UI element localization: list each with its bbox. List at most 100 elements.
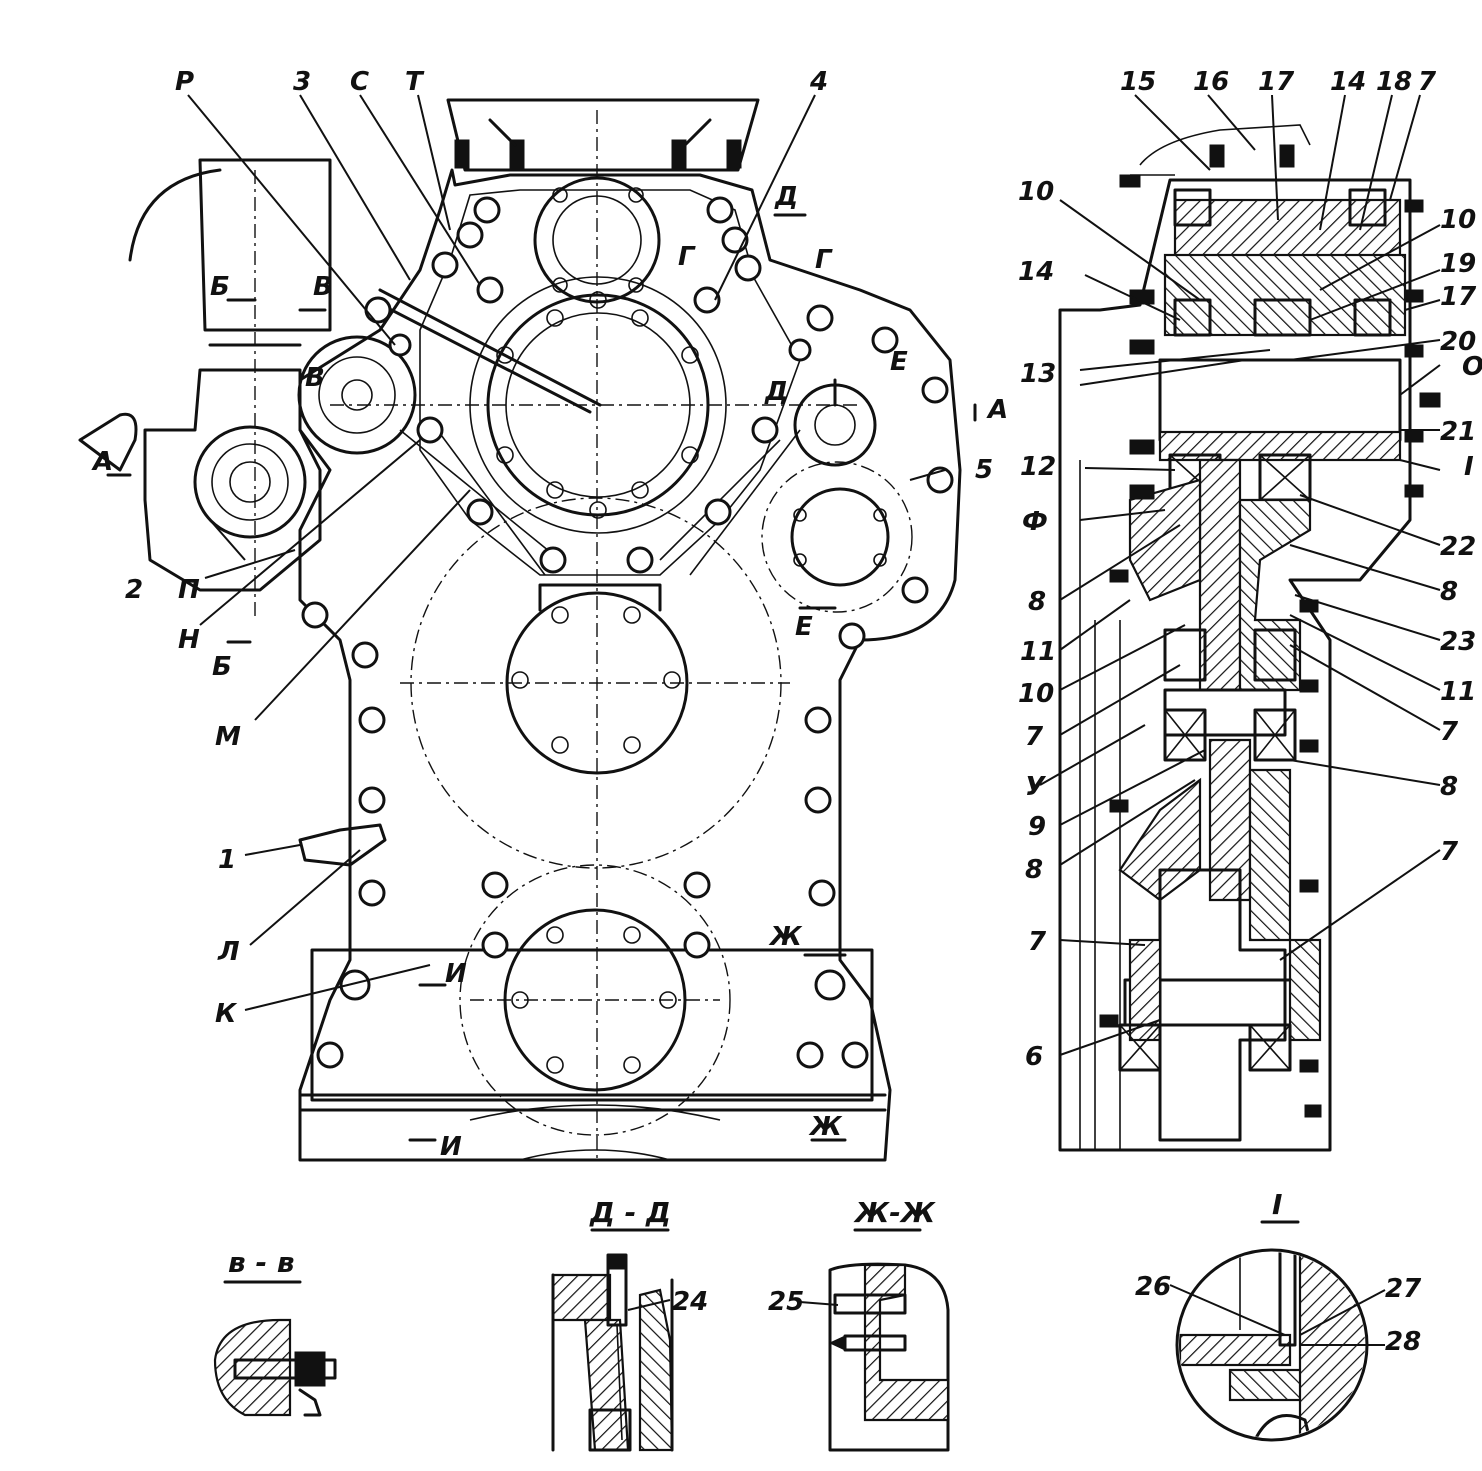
top-funnel <box>446 98 760 172</box>
section-zhzh <box>828 1228 950 1452</box>
gear-bolts <box>496 187 887 1074</box>
left-pump-housing <box>143 368 322 592</box>
label-O: О <box>1462 352 1482 382</box>
filter-box <box>198 158 332 332</box>
label-22: 22 <box>1440 532 1476 562</box>
label-V-cut: В <box>313 272 333 302</box>
label-T: Т <box>405 67 425 97</box>
label-B-cut: Б <box>210 272 230 302</box>
label-I-top: И <box>445 959 467 989</box>
section-dd <box>551 1228 674 1452</box>
lower-hub <box>1158 868 1287 1142</box>
label-D-mid: Д <box>764 377 788 407</box>
upper-shaft <box>1158 358 1402 442</box>
section-markers <box>106 213 977 1142</box>
top-studs <box>454 118 742 169</box>
label-C: С <box>350 67 369 97</box>
section-title-zhzh: Ж-Ж <box>853 1196 936 1229</box>
detail-labels: 24 25 26 27 28 в - в Д - Д Ж-Ж I <box>228 1188 1422 1357</box>
label-D-top: Д <box>774 182 798 212</box>
side-labels: 15 16 17 14 18 7 10 10 14 19 17 20 13 О … <box>1018 67 1482 1072</box>
front-view <box>78 94 977 1162</box>
label-M: М <box>215 722 241 752</box>
label-11b: 11 <box>1440 677 1476 707</box>
label-10b: 10 <box>1440 205 1476 235</box>
label-U: У <box>1025 772 1047 802</box>
label-E-top: Е <box>890 347 908 377</box>
label-7e: 7 <box>1028 927 1047 957</box>
label-13: 13 <box>1020 359 1056 389</box>
label-5: 5 <box>975 455 993 485</box>
label-8c: 8 <box>1440 772 1458 802</box>
label-8b: 8 <box>1440 577 1458 607</box>
side-bolts <box>1099 144 1441 1118</box>
label-20: 20 <box>1440 327 1476 357</box>
label-7a: 7 <box>1418 67 1437 97</box>
label-10c: 10 <box>1018 679 1054 709</box>
section-title-I: I <box>1272 1188 1282 1221</box>
label-6: 6 <box>1025 1042 1043 1072</box>
label-N: Н <box>178 625 200 655</box>
label-2: 2 <box>125 575 143 605</box>
label-23: 23 <box>1440 627 1476 657</box>
lower-flange <box>505 591 689 775</box>
label-14a: 14 <box>1330 67 1366 97</box>
label-A-right: А <box>986 395 1008 425</box>
label-7b: 7 <box>1025 722 1044 752</box>
lower-gear-section <box>1208 738 1252 902</box>
label-K: К <box>215 999 238 1029</box>
label-11a: 11 <box>1020 637 1056 667</box>
label-A-left: А <box>91 447 113 477</box>
label-9: 9 <box>1028 812 1046 842</box>
label-8d: 8 <box>1025 855 1043 885</box>
label-16: 16 <box>1193 67 1229 97</box>
label-25: 25 <box>768 1287 804 1317</box>
label-L: Л <box>217 937 240 967</box>
bolt-bosses <box>301 196 954 1069</box>
label-28: 28 <box>1385 1327 1421 1357</box>
label-14b: 14 <box>1018 257 1054 287</box>
label-18: 18 <box>1376 67 1412 97</box>
label-3: 3 <box>293 67 311 97</box>
label-P: Р <box>175 67 194 97</box>
label-10a: 10 <box>1018 177 1054 207</box>
label-G-right: Г <box>815 245 833 275</box>
front-leaders <box>187 94 946 1011</box>
fitting-1 <box>298 823 387 867</box>
housing-outline <box>298 168 962 1162</box>
label-B-low: Б <box>212 652 232 682</box>
label-E-low: Е <box>795 612 813 642</box>
pump-body <box>193 425 307 539</box>
side-outline <box>1058 178 1412 1152</box>
section-title-vv: в - в <box>228 1246 295 1279</box>
left-bulb <box>78 412 138 472</box>
side-leaders <box>1039 94 1441 1056</box>
label-F: Ф <box>1022 507 1048 537</box>
label-27: 27 <box>1385 1274 1422 1304</box>
top-gear-section <box>1173 198 1402 262</box>
right-gear-dashed <box>761 461 913 613</box>
label-7d: 7 <box>1440 837 1459 867</box>
label-8a: 8 <box>1028 587 1046 617</box>
label-7c: 7 <box>1440 717 1459 747</box>
label-I: I <box>1464 452 1474 482</box>
label-1: 1 <box>218 845 236 875</box>
label-12: 12 <box>1020 452 1056 482</box>
section-vv <box>213 1280 337 1417</box>
belt-strap <box>378 288 602 407</box>
detail-I <box>1175 1220 1369 1442</box>
label-21: 21 <box>1440 417 1476 447</box>
front-labels: Р 3 С Т 4 Д Г Г Б В В Д Е А А 5 2 П Н Б … <box>91 67 1008 1162</box>
label-26: 26 <box>1135 1272 1171 1302</box>
bottom-plate <box>310 948 874 1102</box>
label-24: 24 <box>672 1287 708 1317</box>
label-4: 4 <box>809 67 828 97</box>
label-17a: 17 <box>1258 67 1295 97</box>
label-Zh-low: Ж <box>808 1112 843 1142</box>
label-19: 19 <box>1440 249 1476 279</box>
side-section-view <box>1039 94 1441 1152</box>
label-V-small: В <box>305 363 325 393</box>
label-Zh-top: Ж <box>768 922 803 952</box>
section-title-dd: Д - Д <box>589 1196 671 1229</box>
